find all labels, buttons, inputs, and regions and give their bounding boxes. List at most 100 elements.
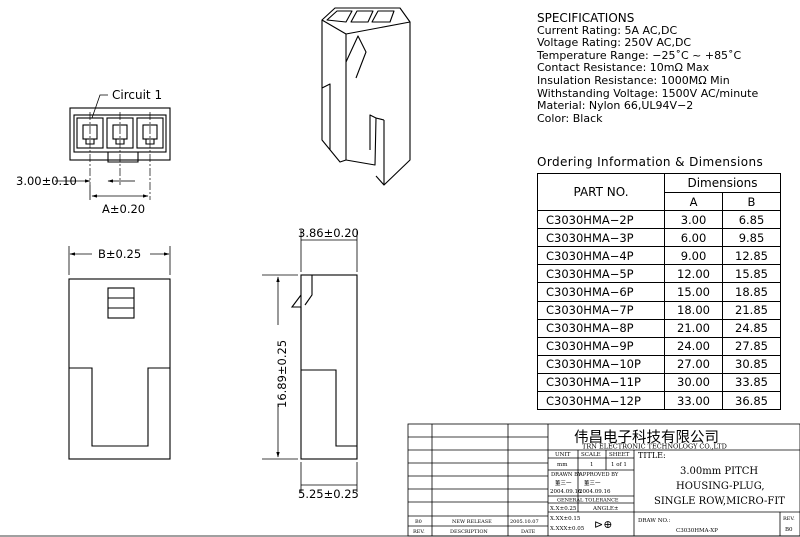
svg-text:SHEET: SHEET <box>609 452 630 458</box>
cell-a: 33.00 <box>664 391 723 411</box>
top-view <box>55 94 171 200</box>
spec-temperature: Temperature Range: −25˚C ~ +85˚C <box>537 48 742 62</box>
spec-color: Color: Black <box>537 111 603 125</box>
bottom-dim-label: 5.25±0.25 <box>298 487 359 501</box>
specifications-title: SPECIFICATIONS <box>537 11 635 25</box>
ordering-title: Ordering Information & Dimensions <box>537 155 764 169</box>
svg-text:B0: B0 <box>785 527 793 533</box>
svg-text:2004.09.16: 2004.09.16 <box>550 489 582 495</box>
svg-text:DESCRIPTION: DESCRIPTION <box>450 529 488 535</box>
svg-text:NEW RELEASE: NEW RELEASE <box>452 519 492 525</box>
col-b-header: B <box>722 191 781 212</box>
cell-part: C3030HMA−9P <box>537 336 665 356</box>
cell-part: C3030HMA−7P <box>537 300 665 320</box>
svg-text:APPROVED BY: APPROVED BY <box>578 472 619 478</box>
spec-voltage: Voltage Rating: 250V AC,DC <box>537 36 692 50</box>
cell-a: 21.00 <box>664 318 723 338</box>
spec-current: Current Rating: 5A AC,DC <box>537 23 678 37</box>
part-no-header: PART NO. <box>537 172 665 212</box>
svg-text:X.XX±0.15: X.XX±0.15 <box>550 516 581 522</box>
svg-text:UNIT: UNIT <box>555 452 571 458</box>
cell-b: 24.85 <box>722 318 781 338</box>
cell-a: 3.00 <box>664 210 723 230</box>
spec-insulation: Insulation Resistance: 1000MΩ Min <box>537 73 730 87</box>
company-name-en: TRN ELECTRONIC TECHNOLOGY CO.,LTD <box>582 443 727 451</box>
svg-text:GENERAL TOLERANCE: GENERAL TOLERANCE <box>557 498 619 504</box>
cell-a: 6.00 <box>664 228 723 248</box>
svg-text:DRAWN BY: DRAWN BY <box>551 472 582 478</box>
svg-text:DRAW NO.:: DRAW NO.: <box>638 518 670 524</box>
cell-b: 27.85 <box>722 336 781 356</box>
cell-a: 27.00 <box>664 354 723 374</box>
svg-text:B0: B0 <box>415 519 422 525</box>
cell-part: C3030HMA−4P <box>537 246 665 266</box>
title-block <box>407 423 800 537</box>
cell-b: 30.85 <box>722 354 781 374</box>
svg-text:1: 1 <box>590 462 594 468</box>
specifications: SPECIFICATIONS Current Rating: 5A AC,DC … <box>537 12 758 125</box>
projection-symbol: ⊳⊕ <box>594 518 612 531</box>
cell-part: C3030HMA−8P <box>537 318 665 338</box>
cell-b: 6.85 <box>722 210 781 230</box>
side-view <box>262 230 358 492</box>
cell-b: 33.85 <box>722 372 781 393</box>
svg-text:X.X±0.25: X.X±0.25 <box>550 506 577 512</box>
svg-text:REV.: REV. <box>783 516 795 522</box>
drawing-title-line3: SINGLE ROW,MICRO-FIT <box>654 496 785 507</box>
svg-text:DATE: DATE <box>521 529 536 535</box>
svg-text:mm: mm <box>557 462 568 468</box>
svg-text:ANGLE±: ANGLE± <box>592 506 619 512</box>
cell-b: 15.85 <box>722 264 781 284</box>
height-dim-label: 16.89±0.25 <box>275 340 289 408</box>
pitch-dim-label: 3.00±0.10 <box>16 174 77 188</box>
svg-text:X.XXX±0.05: X.XXX±0.05 <box>550 526 585 532</box>
svg-text:董三一: 董三一 <box>555 479 572 487</box>
b-dim-label: B±0.25 <box>98 247 141 261</box>
svg-text:1 of 1: 1 of 1 <box>611 462 627 468</box>
cell-b: 12.85 <box>722 246 781 266</box>
cell-a: 12.00 <box>664 264 723 284</box>
cell-part: C3030HMA−3P <box>537 228 665 248</box>
svg-text:董三一: 董三一 <box>584 479 601 487</box>
svg-text:TITLE:: TITLE: <box>638 451 666 460</box>
drawing-title-line2: HOUSING-PLUG, <box>676 481 765 492</box>
front-view <box>68 246 171 460</box>
cell-a: 30.00 <box>664 372 723 393</box>
cell-part: C3030HMA−2P <box>537 210 665 230</box>
cell-part: C3030HMA−12P <box>537 391 665 411</box>
cell-part: C3030HMA−10P <box>537 354 665 374</box>
title-block-text: 伟昌电子科技有限公司 TRN ELECTRONIC TECHNOLOGY CO.… <box>413 429 795 535</box>
svg-text:SCALE: SCALE <box>581 452 601 458</box>
spec-material: Material: Nylon 66,UL94V−2 <box>537 99 694 113</box>
cell-part: C3030HMA−11P <box>537 372 665 393</box>
cell-part: C3030HMA−6P <box>537 282 665 302</box>
a-dim-label: A±0.20 <box>102 202 145 216</box>
cell-a: 24.00 <box>664 336 723 356</box>
dimensions-header: Dimensions <box>664 173 781 193</box>
cell-a: 18.00 <box>664 300 723 320</box>
circuit-1-label: Circuit 1 <box>112 88 162 102</box>
cell-a: 9.00 <box>664 246 723 266</box>
svg-text:2004.09.16: 2004.09.16 <box>579 489 611 495</box>
svg-text:2005.10.07: 2005.10.07 <box>510 519 539 525</box>
cell-b: 21.85 <box>722 300 781 320</box>
isometric-view <box>321 7 411 186</box>
cell-a: 15.00 <box>664 282 723 302</box>
spec-contact-resistance: Contact Resistance: 10mΩ Max <box>537 61 710 75</box>
cell-b: 9.85 <box>722 228 781 248</box>
svg-text:REV.: REV. <box>413 529 425 535</box>
drawing-number: C3030HMA-XP <box>676 528 718 534</box>
